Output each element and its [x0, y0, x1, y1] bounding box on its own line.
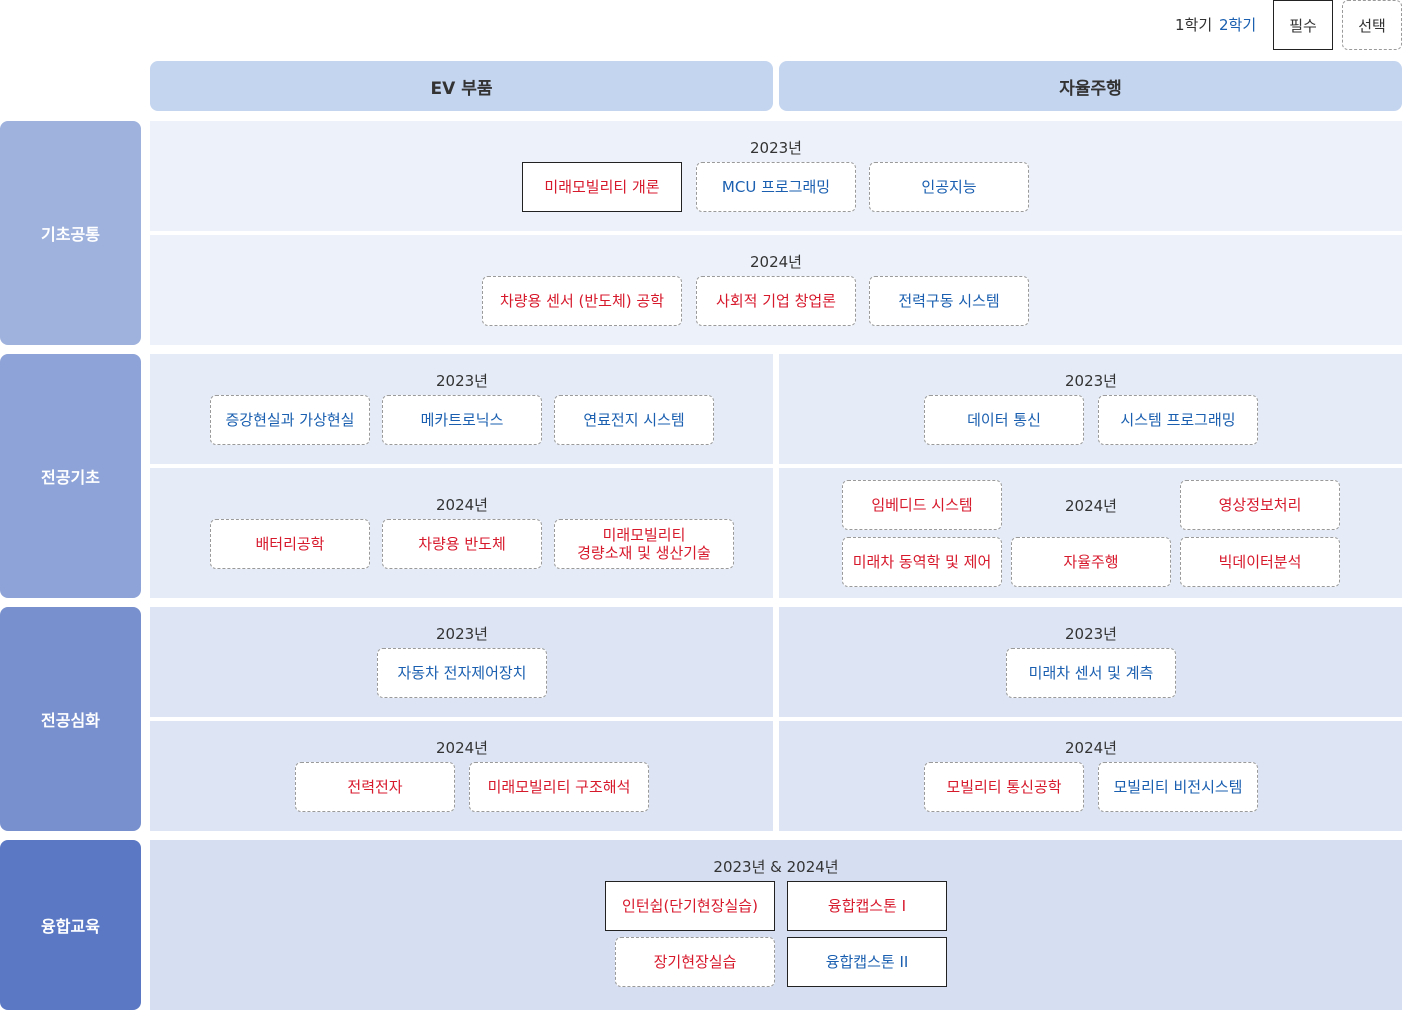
- column-header-autonomous: 자율주행: [779, 61, 1402, 111]
- course-line: 미래모빌리티: [602, 526, 686, 544]
- year-label: 2023년: [1065, 625, 1117, 643]
- course-box[interactable]: 융합캡스톤 II: [787, 937, 947, 987]
- row-label-basic: 기초공통: [0, 121, 141, 345]
- course-box[interactable]: 장기현장실습: [615, 937, 775, 987]
- course-box[interactable]: 차량용 반도체: [382, 519, 542, 569]
- panel-major-adv-auto-2024: [779, 721, 1402, 831]
- course-box[interactable]: 증강현실과 가상현실: [210, 395, 370, 445]
- row-label-major-advanced: 전공심화: [0, 607, 141, 831]
- course-box[interactable]: 미래차 동역학 및 제어: [842, 537, 1002, 587]
- column-header-ev: EV 부품: [150, 61, 773, 111]
- course-line: 경량소재 및 생산기술: [577, 544, 711, 562]
- panel-convergence: [150, 840, 1402, 1010]
- course-box[interactable]: 전력전자: [295, 762, 455, 812]
- course-box[interactable]: 데이터 통신: [924, 395, 1084, 445]
- course-box[interactable]: 자율주행: [1011, 537, 1171, 587]
- course-box[interactable]: MCU 프로그래밍: [696, 162, 856, 212]
- course-box[interactable]: 배터리공학: [210, 519, 370, 569]
- legend-elective: 선택: [1342, 0, 1402, 50]
- year-label: 2024년: [436, 496, 488, 514]
- legend-required: 필수: [1273, 0, 1333, 50]
- course-box[interactable]: 차량용 센서 (반도체) 공학: [482, 276, 682, 326]
- row-label-major-basic: 전공기초: [0, 354, 141, 598]
- panel-major-adv-ev-2024: [150, 721, 773, 831]
- course-box[interactable]: 미래차 센서 및 계측: [1006, 648, 1176, 698]
- row-label-convergence: 융합교육: [0, 840, 141, 1010]
- course-box[interactable]: 사회적 기업 창업론: [696, 276, 856, 326]
- legend-semester-2: 2학기: [1219, 16, 1257, 34]
- year-label: 2023년: [750, 139, 802, 157]
- course-box[interactable]: 인공지능: [869, 162, 1029, 212]
- course-box[interactable]: 인턴쉽(단기현장실습): [605, 881, 775, 931]
- year-label: 2023년 & 2024년: [713, 858, 839, 876]
- year-label: 2024년: [1065, 497, 1117, 515]
- year-label: 2024년: [750, 253, 802, 271]
- course-box[interactable]: 영상정보처리: [1180, 480, 1340, 530]
- year-label: 2023년: [1065, 372, 1117, 390]
- course-box[interactable]: 모빌리티 비전시스템: [1098, 762, 1258, 812]
- course-box[interactable]: 빅데이터분석: [1180, 537, 1340, 587]
- course-box[interactable]: 미래모빌리티 구조해석: [469, 762, 649, 812]
- course-box[interactable]: 메카트로닉스: [382, 395, 542, 445]
- course-box[interactable]: 연료전지 시스템: [554, 395, 714, 445]
- course-box[interactable]: 모빌리티 통신공학: [924, 762, 1084, 812]
- course-box[interactable]: 자동차 전자제어장치: [377, 648, 547, 698]
- year-label: 2024년: [436, 739, 488, 757]
- course-box[interactable]: 임베디드 시스템: [842, 480, 1002, 530]
- course-box[interactable]: 미래모빌리티 개론: [522, 162, 682, 212]
- course-box[interactable]: 전력구동 시스템: [869, 276, 1029, 326]
- legend-semester-1: 1학기: [1175, 16, 1213, 34]
- course-box[interactable]: 융합캡스톤 I: [787, 881, 947, 931]
- course-box[interactable]: 미래모빌리티 경량소재 및 생산기술: [554, 519, 734, 569]
- year-label: 2023년: [436, 625, 488, 643]
- course-box[interactable]: 시스템 프로그래밍: [1098, 395, 1258, 445]
- panel-major-basic-auto-2023: [779, 354, 1402, 464]
- year-label: 2023년: [436, 372, 488, 390]
- year-label: 2024년: [1065, 739, 1117, 757]
